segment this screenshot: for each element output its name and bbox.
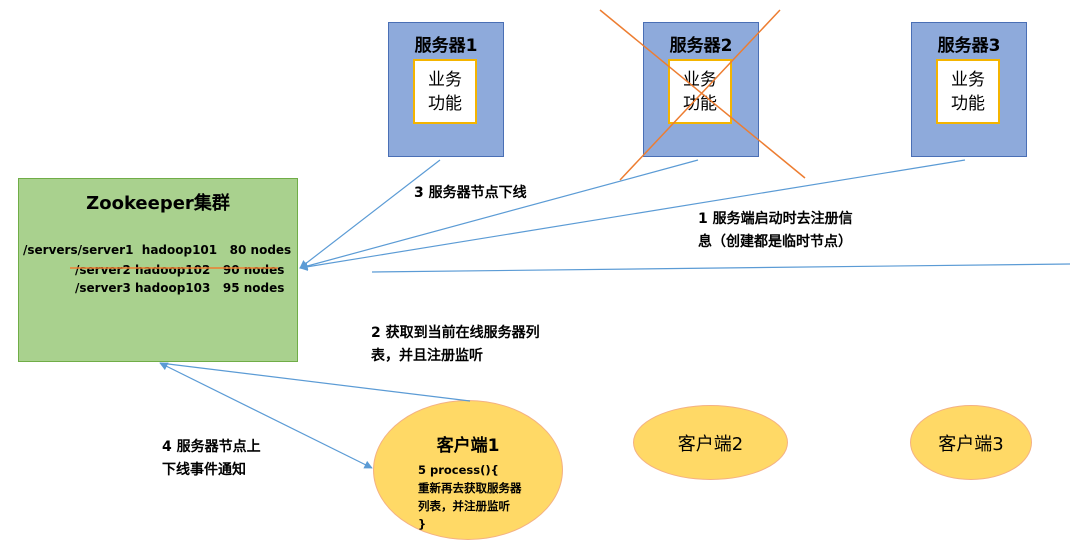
step-4-label-line2: 下线事件通知 <box>162 462 246 478</box>
client-1-code-line: 5 process(){ <box>418 463 499 477</box>
server-3-box: 服务器3 业务 功能 <box>911 22 1027 157</box>
server-3-func-line2: 功能 <box>951 94 985 114</box>
server-3-function-box: 业务 功能 <box>936 59 1000 124</box>
server-1-title: 服务器1 <box>414 36 478 56</box>
client-2-ellipse: 客户端2 <box>633 405 788 480</box>
server-2-function-box: 业务 功能 <box>668 59 732 124</box>
step-1-label-line1: 1 服务端启动时去注册信 <box>698 211 853 227</box>
step-2-label-line1: 2 获取到当前在线服务器列 <box>371 325 540 341</box>
server-3-func-line1: 业务 <box>951 70 985 90</box>
client-1-code-line: 重新再去获取服务器 <box>418 481 522 495</box>
step-4-label-line1: 4 服务器节点上 <box>162 439 261 455</box>
client-1-code: 5 process(){ 重新再去获取服务器 列表，并注册监听 } <box>418 461 522 533</box>
client-3-ellipse: 客户端3 <box>910 405 1032 480</box>
arrow-server2-to-cluster <box>299 159 699 271</box>
step-3-label: 3 服务器节点下线 <box>414 185 527 201</box>
line-registration-baseline <box>371 263 1071 273</box>
client-1-name: 客户端1 <box>436 436 500 456</box>
client-1-ellipse: 客户端1 5 process(){ 重新再去获取服务器 列表，并注册监听 } <box>373 400 563 540</box>
cluster-node-server2: /server2 hadoop102 90 nodes <box>75 263 285 277</box>
server-2-func-line1: 业务 <box>683 70 717 90</box>
line-client1-to-cluster <box>159 362 471 402</box>
step-1-label-line2: 息（创建都是临时节点） <box>698 234 852 250</box>
server-2-func-line2: 功能 <box>683 94 717 114</box>
server-2-box: 服务器2 业务 功能 <box>643 22 759 157</box>
zookeeper-cluster-box: Zookeeper集群 /servers/server1 hadoop101 8… <box>18 178 298 362</box>
cluster-node-server1: /servers/server1 hadoop101 80 nodes <box>23 243 292 257</box>
cluster-title: Zookeeper集群 <box>86 193 230 214</box>
server-1-function-box: 业务 功能 <box>413 59 477 124</box>
server-1-box: 服务器1 业务 功能 <box>388 22 504 157</box>
server-3-title: 服务器3 <box>937 36 1001 56</box>
client-1-code-line: 列表，并注册监听 <box>418 499 510 513</box>
server-1-func-line1: 业务 <box>428 70 462 90</box>
arrow-server3-to-cluster <box>299 159 966 271</box>
client-2-name: 客户端2 <box>677 434 744 455</box>
client-3-name: 客户端3 <box>938 434 1004 455</box>
server-2-title: 服务器2 <box>669 36 733 56</box>
server-1-func-line2: 功能 <box>428 94 462 114</box>
arrow-server1-to-cluster <box>299 159 441 269</box>
cluster-node-server3: /server3 hadoop103 95 nodes <box>75 281 285 295</box>
client-1-code-line: } <box>418 517 427 531</box>
step-2-label-line2: 表，并且注册监听 <box>371 348 483 364</box>
